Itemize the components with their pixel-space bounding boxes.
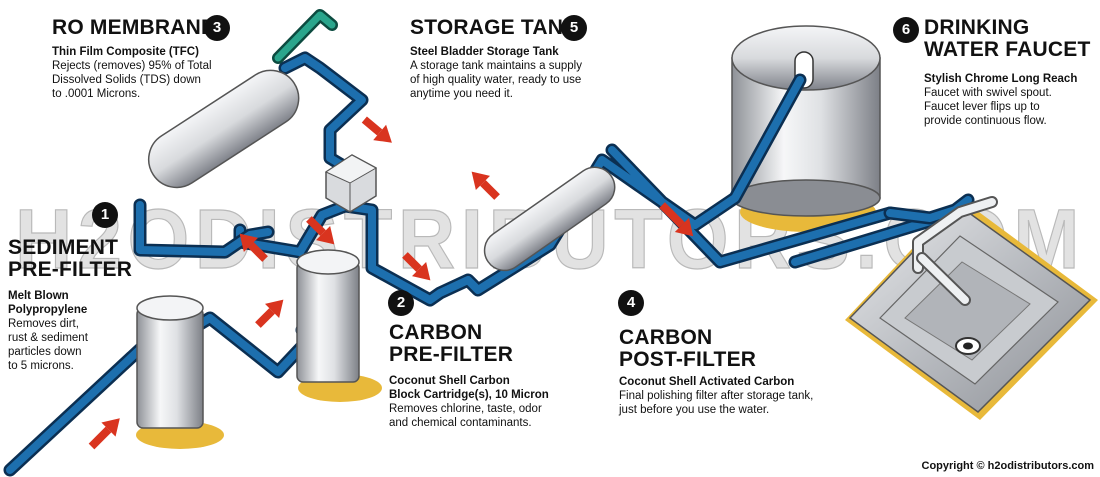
faucet-title-line-1: DRINKING: [924, 16, 1030, 39]
storage-tank-desc-line-2: of high quality water, ready to use: [410, 74, 582, 86]
flow-valve-icon: [324, 154, 378, 213]
storage-tank-icon: [731, 25, 881, 217]
carbon-prefilter-icon: [296, 249, 360, 383]
ro-membrane-subtitle-line-1: Thin Film Composite (TFC): [52, 46, 199, 58]
faucet-title-line-2: WATER FAUCET: [924, 38, 1091, 61]
carbon-post-title-line-1: CARBON: [619, 326, 713, 349]
drain-outlet-pipe: [272, 9, 338, 64]
storage-tank-title-line-1: STORAGE TANK: [410, 16, 579, 39]
step-badge-1: 1: [92, 202, 118, 228]
storage-tank-details: Steel Bladder Storage Tank A storage tan…: [410, 45, 582, 101]
sediment-desc-line-3: particles down: [8, 346, 82, 358]
step-badge-6: 6: [893, 17, 919, 43]
storage-tank-desc-line-3: anytime you need it.: [410, 88, 513, 100]
storage-tank-subtitle-line-1: Steel Bladder Storage Tank: [410, 46, 559, 58]
carbon-pre-title-line-1: CARBON: [389, 321, 483, 344]
flow-arrows: [88, 116, 694, 450]
carbon-post-desc-line-1: Final polishing filter after storage tan…: [619, 390, 814, 402]
carbon-pre-title: CARBON PRE-FILTER: [389, 322, 513, 366]
carbon-pre-subtitle-line-2: Block Cartridge(s), 10 Micron: [389, 389, 549, 401]
ro-membrane-desc-line-2: Dissolved Solids (TDS) down: [52, 74, 201, 86]
storage-tank-desc-line-1: A storage tank maintains a supply: [410, 60, 582, 72]
step-badge-5: 5: [561, 15, 587, 41]
storage-tank-title: STORAGE TANK: [410, 17, 578, 39]
sediment-title-line-1: SEDIMENT: [8, 236, 119, 259]
faucet-spout-icon: [912, 196, 998, 306]
carbon-pre-desc-line-2: and chemical contaminants.: [389, 417, 532, 429]
sediment-desc-line-1: Removes dirt,: [8, 318, 79, 330]
water-pipe: [3, 51, 975, 477]
drinking-faucet-sink-icon: [848, 204, 1092, 413]
ro-membrane-title: RO MEMBRANE: [52, 17, 215, 39]
carbon-post-title-line-2: POST-FILTER: [619, 348, 757, 371]
carbon-postfilter-icon: [483, 166, 616, 272]
faucet-desc-line-2: Faucet lever flips up to: [924, 101, 1040, 113]
sediment-title-line-2: PRE-FILTER: [8, 258, 133, 281]
ro-membrane-details: Thin Film Composite (TFC) Rejects (remov…: [52, 45, 212, 101]
sediment-desc-line-4: to 5 microns.: [8, 360, 74, 372]
carbon-post-title: CARBON POST-FILTER: [619, 327, 756, 371]
faucet-desc-line-1: Faucet with swivel spout.: [924, 87, 1052, 99]
ro-membrane-desc-line-3: to .0001 Microns.: [52, 88, 141, 100]
sediment-filter-icon: [136, 295, 204, 429]
step-badge-2: 2: [388, 290, 414, 316]
ro-membrane-icon: [147, 69, 300, 189]
copyright-text: Copyright © h2odistributors.com: [921, 460, 1095, 472]
sediment-title: SEDIMENT PRE-FILTER: [8, 237, 132, 281]
faucet-title: DRINKING WATER FAUCET: [924, 17, 1091, 61]
sediment-subtitle-line-1: Melt Blown: [8, 290, 69, 302]
carbon-post-subtitle-line-1: Coconut Shell Activated Carbon: [619, 376, 795, 388]
carbon-post-details: Coconut Shell Activated Carbon Final pol…: [619, 375, 813, 417]
step-badge-4: 4: [618, 290, 644, 316]
carbon-post-desc-line-2: just before you use the water.: [619, 404, 770, 416]
sediment-desc-line-2: rust & sediment: [8, 332, 88, 344]
faucet-subtitle-line-1: Stylish Chrome Long Reach: [924, 73, 1078, 85]
faucet-desc-line-3: provide continuous flow.: [924, 115, 1047, 127]
carbon-pre-subtitle-line-1: Coconut Shell Carbon: [389, 375, 510, 387]
sediment-details: Melt Blown Polypropylene Removes dirt, r…: [8, 289, 88, 373]
ro-membrane-desc-line-1: Rejects (removes) 95% of Total: [52, 60, 212, 72]
ro-membrane-title-line-1: RO MEMBRANE: [52, 16, 216, 39]
carbon-pre-desc-line-1: Removes chlorine, taste, odor: [389, 403, 542, 415]
carbon-pre-details: Coconut Shell Carbon Block Cartridge(s),…: [389, 374, 549, 430]
faucet-details: Stylish Chrome Long Reach Faucet with sw…: [924, 72, 1077, 128]
carbon-pre-title-line-2: PRE-FILTER: [389, 343, 514, 366]
step-badge-3: 3: [204, 15, 230, 41]
sediment-subtitle-line-2: Polypropylene: [8, 304, 88, 316]
